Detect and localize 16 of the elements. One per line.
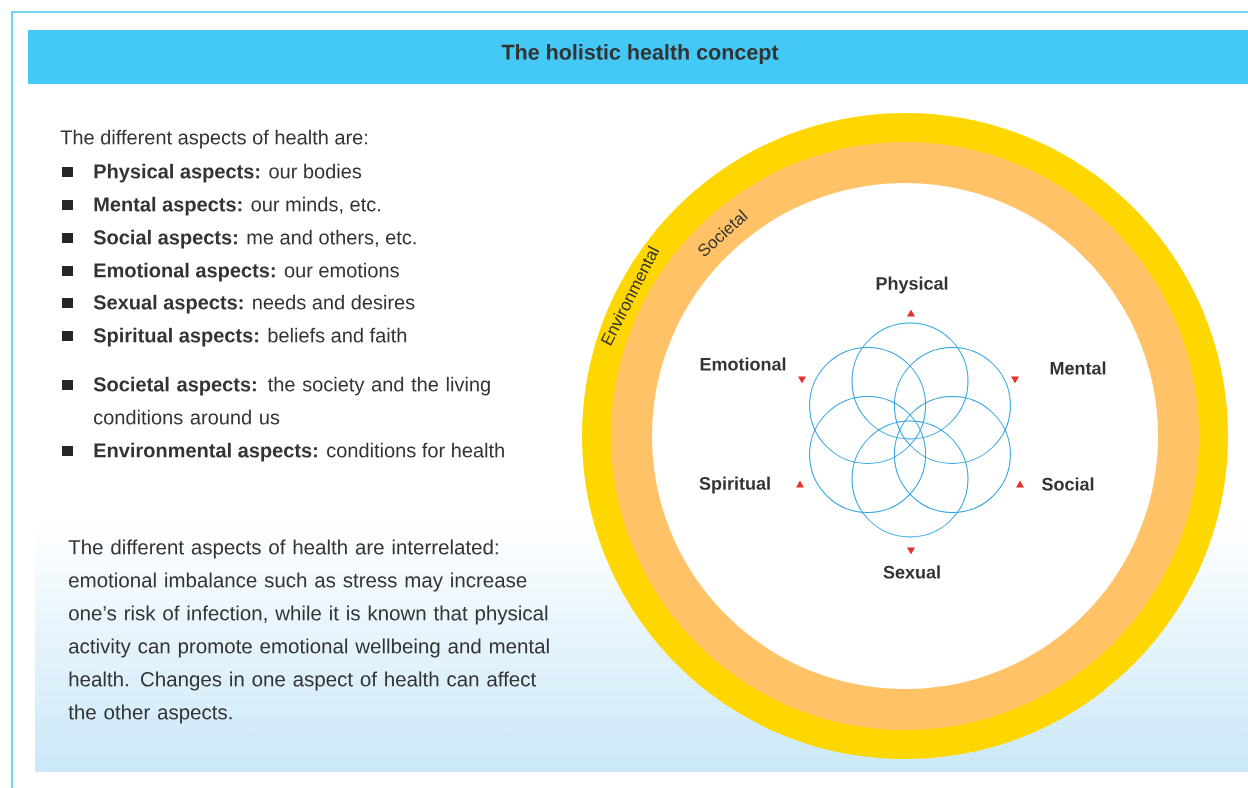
list-item: Physical aspects: our bodies bbox=[94, 163, 362, 183]
list-item: Sexual aspects: needs and desires bbox=[93, 294, 415, 314]
list-item: Social aspects: me and others, etc. bbox=[93, 229, 416, 249]
list-item: Emotional aspects: our emotions bbox=[94, 262, 399, 282]
list-item: Spiritual aspects: beliefs and faith bbox=[93, 327, 407, 347]
title-banner: The holistic health concept bbox=[28, 30, 1248, 84]
aspect-label: Emotional bbox=[700, 357, 786, 371]
aspect-label: Sexual bbox=[883, 565, 940, 579]
aspect-label: Spiritual bbox=[699, 476, 770, 494]
aspect-label: Physical bbox=[876, 276, 948, 294]
paragraph: The different aspects of health are interrelated: emotional imbalance such as stress may increase one’s risk of infection, while it is known that physical activity can promote emotional wellbeing and mental health. Changes in one aspect of health can affect the other aspects. bbox=[68, 539, 549, 724]
aspect-label: Mental bbox=[1050, 361, 1106, 375]
list-item: Environmental aspects: conditions for health bbox=[94, 442, 504, 462]
list-item: Mental aspects: our minds, etc. bbox=[94, 196, 380, 216]
list-item: The different aspects of health are: bbox=[60, 129, 368, 149]
aspect-label: Social bbox=[1042, 477, 1094, 491]
